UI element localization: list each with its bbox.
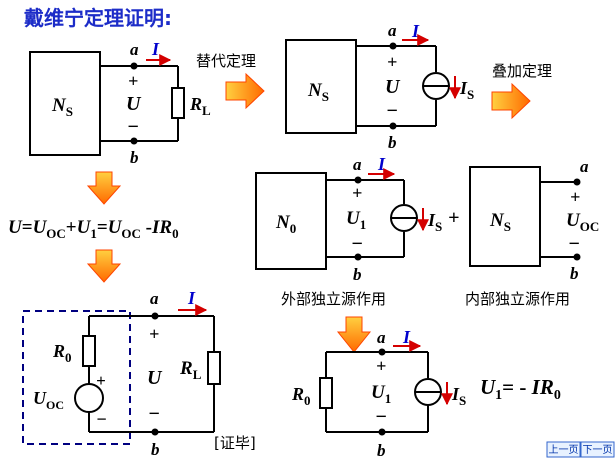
label-current-i: I [411, 21, 420, 41]
terminal-a-dot [389, 42, 397, 50]
label-current-i: I [402, 327, 411, 347]
label-is: IS [427, 210, 442, 234]
label-external-sources: 外部独立源作用 [281, 290, 386, 308]
terminal-a-dot [130, 62, 138, 70]
circuit-internal: a + UOC − b NS [469, 157, 599, 283]
terminal-b-dot [573, 253, 581, 261]
label-plus: + [128, 71, 138, 91]
label-source-minus: − [96, 409, 107, 429]
label-b: b [570, 264, 579, 283]
label-voltage-u: U [147, 367, 163, 389]
label-r0: R0 [291, 384, 311, 408]
terminal-b-dot [378, 428, 386, 436]
circuit-external: a I + U1 − b N0 IS + [255, 154, 459, 284]
label-is: IS [459, 78, 474, 102]
label-b: b [353, 265, 362, 284]
label-a: a [130, 40, 139, 59]
label-a: a [150, 289, 159, 308]
big-arrow-right-1 [225, 72, 265, 110]
label-voltage-u: U [126, 93, 142, 115]
label-a: a [377, 328, 386, 347]
prev-page-label: 上一页 [549, 444, 579, 456]
label-current-i: I [377, 154, 386, 174]
label-plus: + [149, 324, 159, 344]
label-minus: − [127, 116, 139, 138]
terminal-a-dot [151, 312, 159, 320]
label-voltage-u1: U1 [371, 382, 391, 406]
terminal-b-dot [389, 122, 397, 130]
equation-main: U=UOC+U1=UOC -IR0 [8, 217, 179, 241]
resistor-r0 [82, 335, 96, 367]
terminal-b-dot [130, 137, 138, 145]
label-uoc: UOC [33, 388, 64, 412]
label-plus: + [570, 187, 580, 207]
label-current-i: I [151, 39, 160, 59]
ns-box [29, 51, 101, 156]
label-plus: + [352, 183, 362, 203]
label-superposition-theorem: 叠加定理 [492, 62, 552, 80]
label-plus: + [387, 52, 397, 72]
label-plus: + [376, 356, 386, 376]
label-rl: RL [189, 94, 211, 118]
next-page-label: 下一页 [583, 444, 613, 456]
circuit-original: a I + U − b NS RL [29, 39, 211, 167]
label-source-plus: + [96, 371, 106, 390]
label-a: a [388, 21, 397, 40]
terminal-a-dot [573, 178, 581, 186]
big-arrow-down-2 [86, 249, 122, 283]
label-voltage-u1: U1 [346, 208, 366, 232]
terminal-b-dot [354, 253, 362, 261]
label-voltage-u: U [385, 76, 401, 98]
label-voltage-uoc: UOC [566, 210, 599, 234]
label-minus: − [386, 100, 398, 122]
terminal-b-dot [151, 428, 159, 436]
n0-box [255, 172, 327, 270]
label-b: b [130, 148, 139, 167]
page-title: 戴维宁定理证明: [24, 6, 172, 30]
label-minus: − [148, 403, 160, 425]
label-r0: R0 [52, 341, 72, 365]
label-b: b [388, 133, 397, 152]
prev-page-button[interactable]: 上一页 [546, 441, 581, 458]
label-b: b [377, 441, 386, 460]
circuit-result: a I + U1 − b R0 IS [291, 327, 466, 460]
equation-result: U1= - IR0 [480, 375, 561, 403]
thevenin-dashed-box [22, 310, 131, 445]
label-minus: − [568, 233, 580, 255]
circuit-thevenin: a I + U − b RL R0 + − UOC [22, 288, 221, 459]
resistor-rl [171, 87, 185, 119]
ns-box [469, 166, 541, 267]
label-is: IS [451, 384, 466, 408]
label-a: a [580, 157, 589, 176]
label-rl: RL [179, 358, 202, 382]
label-b: b [151, 440, 160, 459]
label-plus-between: + [448, 207, 459, 229]
terminal-a-dot [378, 348, 386, 356]
big-arrow-right-2 [491, 82, 531, 120]
big-arrow-down-3 [336, 316, 372, 353]
circuit-replaced: a I + U − b NS IS [285, 21, 474, 152]
resistor-rl [207, 351, 221, 385]
label-a: a [353, 155, 362, 174]
label-replace-theorem: 替代定理 [196, 52, 256, 70]
resistor-r0 [319, 377, 333, 409]
terminal-a-dot [354, 176, 362, 184]
ns-box [285, 39, 357, 134]
label-internal-sources: 内部独立源作用 [465, 290, 570, 308]
label-minus: − [351, 233, 363, 255]
label-minus: − [375, 406, 387, 428]
label-proof-done: [证毕] [214, 434, 256, 452]
next-page-button[interactable]: 下一页 [580, 441, 615, 458]
label-current-i: I [187, 288, 196, 308]
big-arrow-down-1 [86, 171, 122, 205]
